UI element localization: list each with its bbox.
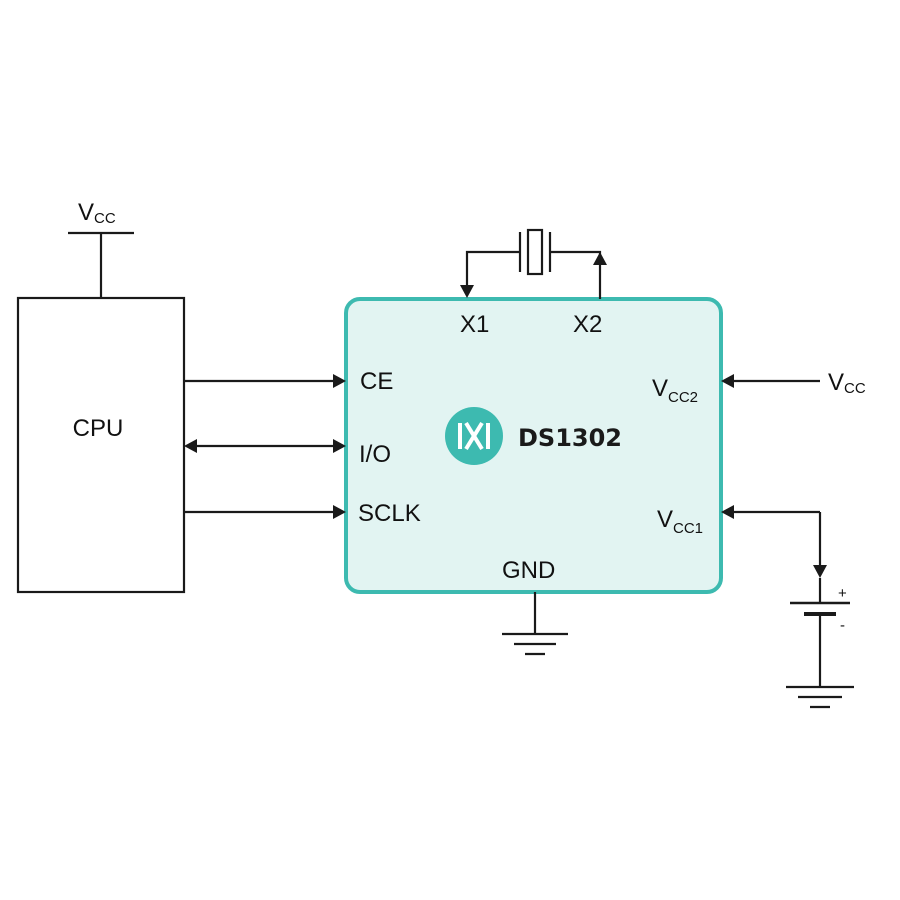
pin-gnd-label: GND bbox=[502, 557, 555, 584]
pin-ce-label: CE bbox=[360, 368, 393, 395]
battery-minus-label: - bbox=[840, 617, 845, 634]
chip-name: DS1302 bbox=[518, 424, 622, 452]
pin-vcc2-label: VCC2 bbox=[652, 375, 698, 406]
sclk-arrow-icon bbox=[333, 505, 346, 519]
pin-io-label: I/O bbox=[359, 441, 391, 468]
pin-x2-label: X2 bbox=[573, 311, 602, 338]
io-arrow-right-icon bbox=[333, 439, 346, 453]
maxim-logo-icon bbox=[445, 407, 503, 465]
pin-x1-label: X1 bbox=[460, 311, 489, 338]
external-vcc-label: VCC bbox=[828, 369, 866, 397]
battery-ground-icon bbox=[786, 685, 854, 709]
vcc2-arrow-icon bbox=[721, 374, 734, 388]
io-arrow-left-icon bbox=[184, 439, 197, 453]
chip-body bbox=[344, 297, 723, 594]
ce-arrow-icon bbox=[333, 374, 346, 388]
chip-ground-icon bbox=[502, 632, 568, 656]
battery-plus-label: + bbox=[838, 585, 847, 602]
pin-vcc1-label: VCC1 bbox=[657, 506, 703, 537]
cpu-vcc-label: VCC bbox=[78, 199, 116, 227]
battery-icon bbox=[790, 578, 850, 687]
pin-sclk-label: SCLK bbox=[358, 500, 421, 527]
cpu-block bbox=[16, 296, 186, 594]
vcc1-arrow-icon bbox=[721, 505, 734, 519]
battery-arrow-icon bbox=[813, 565, 827, 578]
crystal-icon bbox=[460, 228, 607, 299]
cpu-label: CPU bbox=[73, 415, 124, 442]
